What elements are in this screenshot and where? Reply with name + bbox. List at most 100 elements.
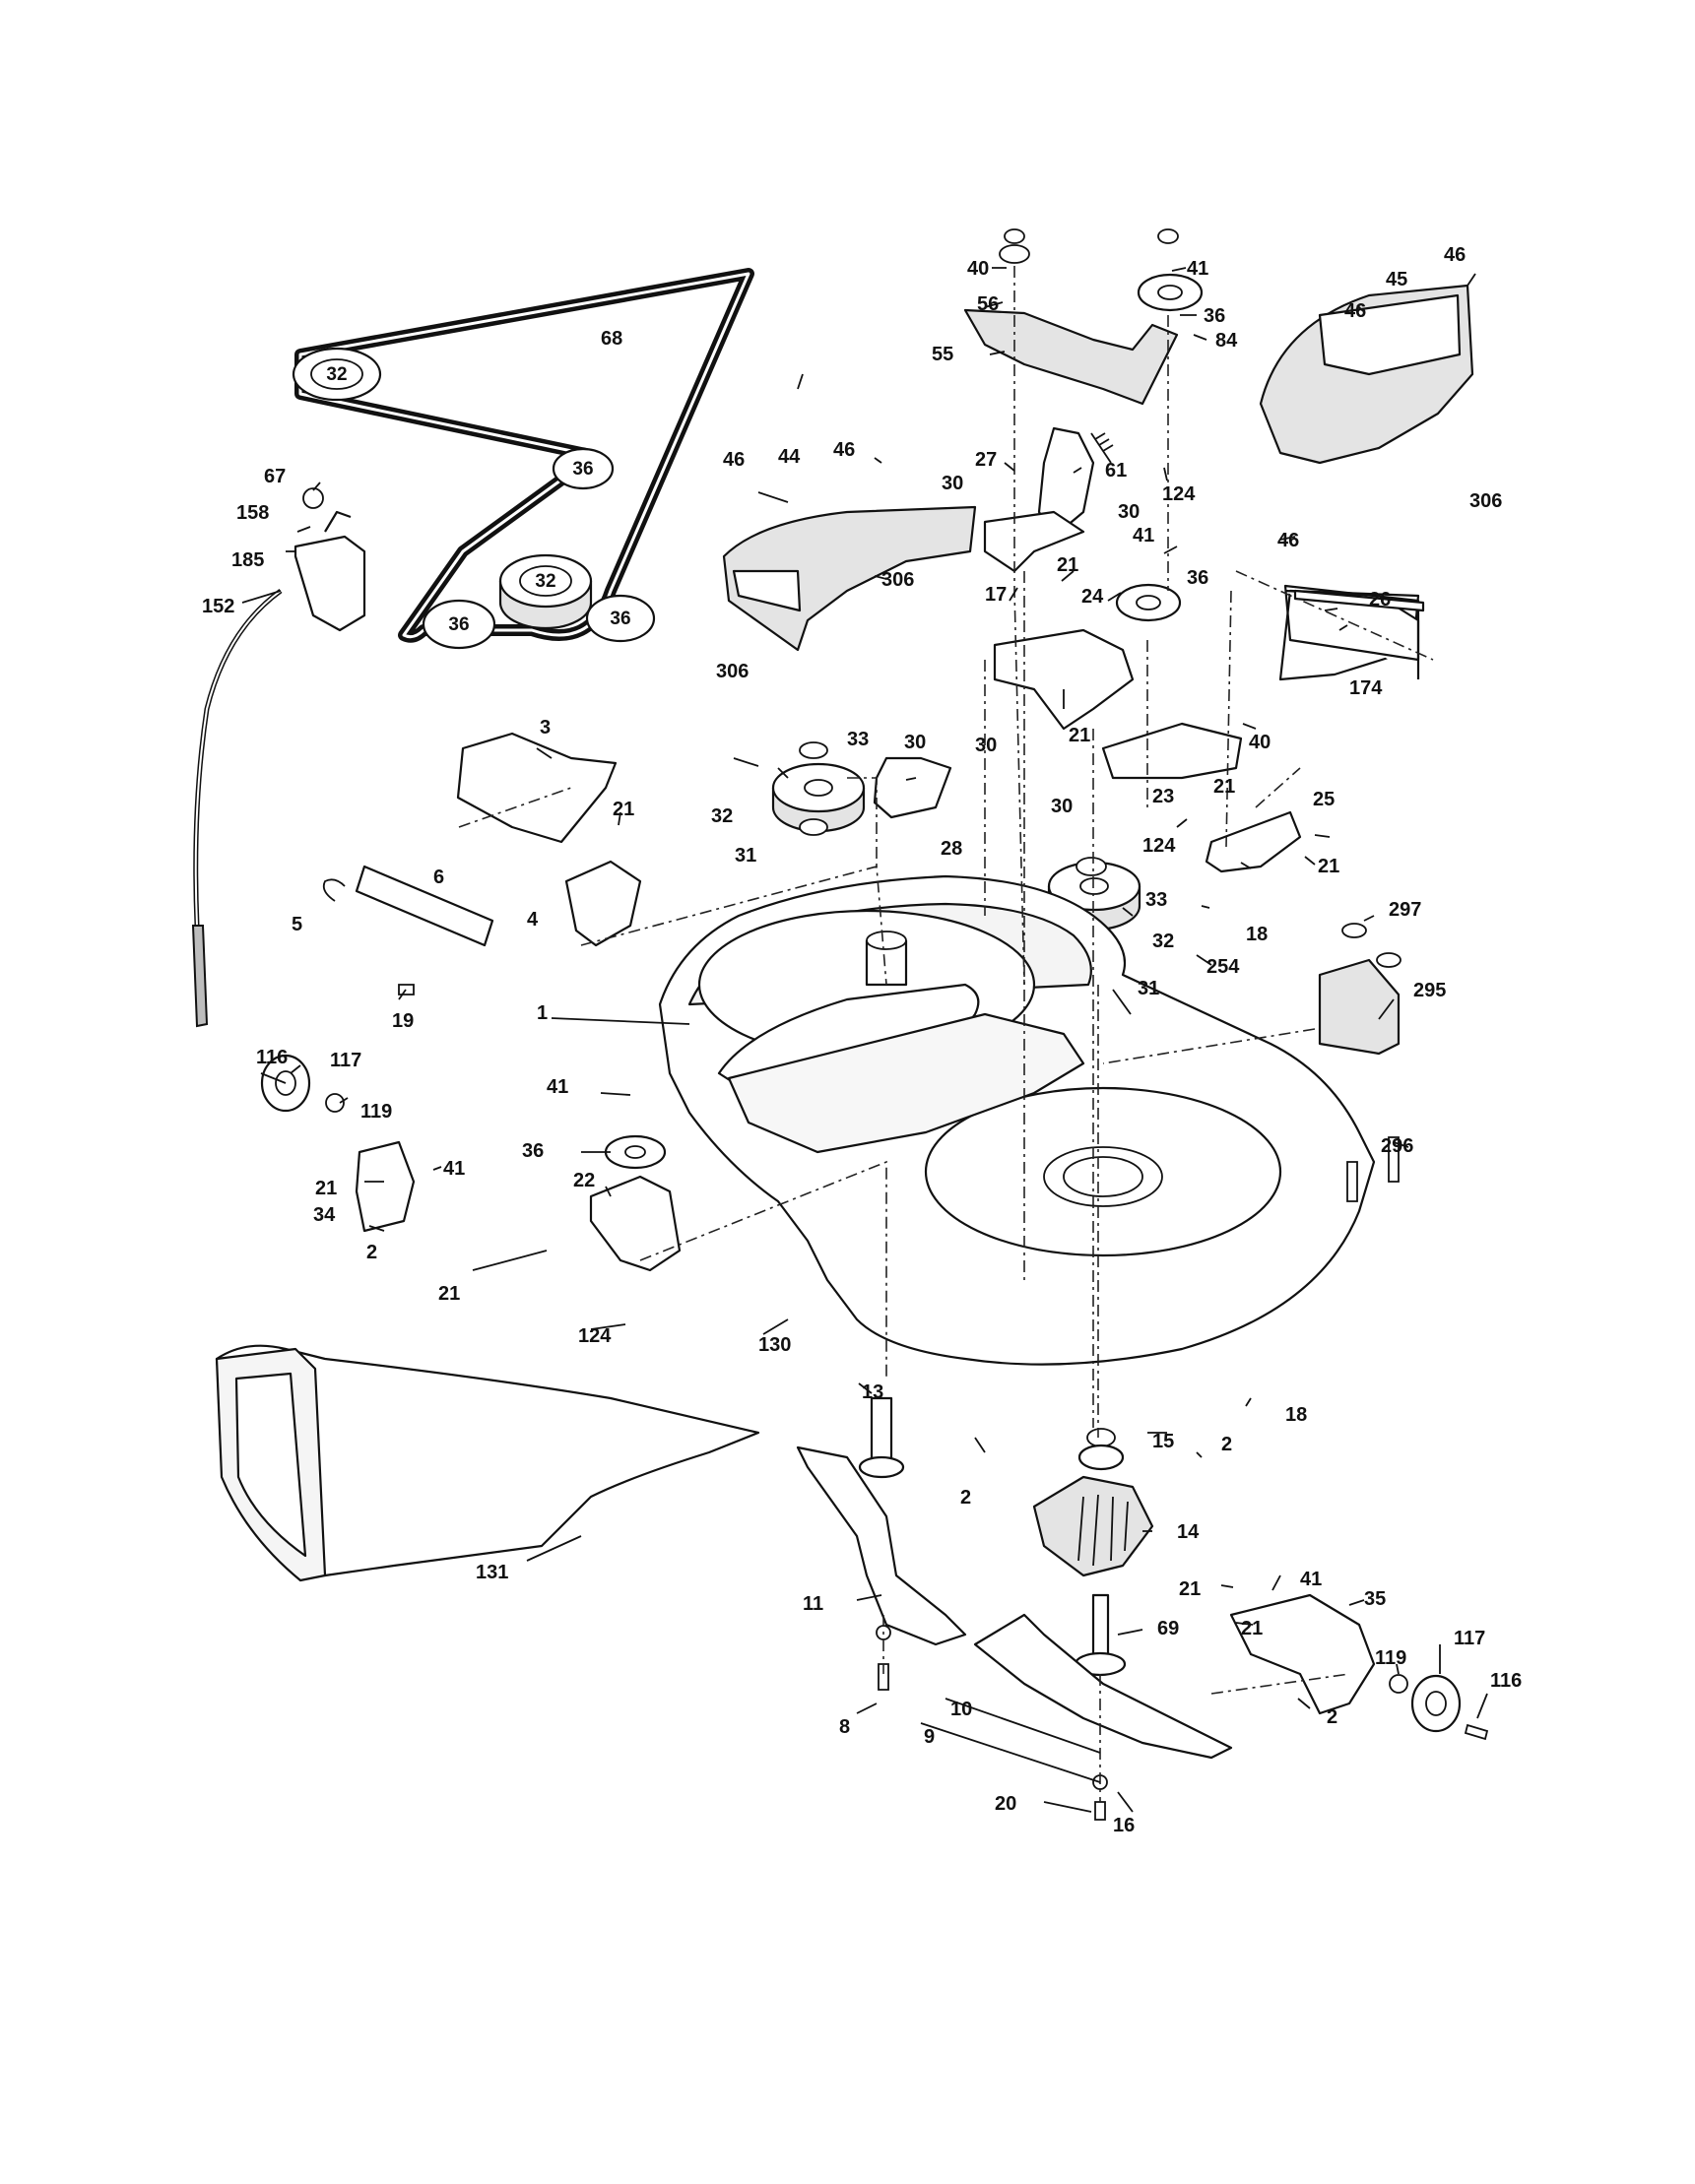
callout-9: 9 xyxy=(924,1726,935,1748)
callout-21: 21 xyxy=(1241,1618,1263,1639)
callout-295: 295 xyxy=(1413,980,1446,1001)
bracket-26 xyxy=(1293,589,1425,612)
callout-21: 21 xyxy=(315,1178,337,1199)
callout-84: 84 xyxy=(1215,330,1238,352)
callout-130: 130 xyxy=(758,1334,791,1356)
callout-5: 5 xyxy=(292,914,302,935)
callout-4: 4 xyxy=(527,909,539,931)
bracket-22 xyxy=(589,1175,682,1272)
callout-2: 2 xyxy=(1221,1434,1232,1455)
bolt-8 xyxy=(878,1663,889,1691)
callout-3: 3 xyxy=(540,717,551,739)
lift-linkage xyxy=(322,732,642,996)
callout-46: 46 xyxy=(833,439,855,461)
left-spindle-and-blade xyxy=(796,1396,967,1691)
callout-33: 33 xyxy=(847,729,869,750)
callout-27: 27 xyxy=(975,449,997,471)
callout-6: 6 xyxy=(433,867,444,888)
callout-25: 25 xyxy=(1313,789,1335,810)
callout-8: 8 xyxy=(839,1716,850,1738)
callout-23: 23 xyxy=(1152,786,1174,807)
callout-2: 2 xyxy=(366,1242,377,1263)
callout-21: 21 xyxy=(1069,725,1090,746)
bearing-15 xyxy=(1086,1428,1116,1447)
bracket-25 xyxy=(1205,810,1302,873)
right-spindle-and-blade xyxy=(973,1428,1233,1821)
callout-158: 158 xyxy=(236,502,269,524)
idler-arm-assembly xyxy=(963,228,1243,780)
control-bracket xyxy=(293,535,366,632)
bracket-28 xyxy=(873,756,952,819)
callout-21: 21 xyxy=(438,1283,460,1305)
spring-61 xyxy=(1090,432,1114,464)
callout-296: 296 xyxy=(1381,1135,1413,1157)
callout-21: 21 xyxy=(1057,554,1078,576)
callout-21: 21 xyxy=(613,799,634,820)
callout-254: 254 xyxy=(1206,956,1240,978)
discharge-chute-131 xyxy=(215,1344,760,1582)
callout-297: 297 xyxy=(1389,899,1421,921)
callout-31: 31 xyxy=(1138,978,1159,999)
callout-31: 31 xyxy=(735,845,756,867)
callout-46: 46 xyxy=(1277,530,1299,551)
callout-17: 17 xyxy=(985,584,1007,606)
callout-19: 19 xyxy=(392,1010,414,1032)
assembly-guide-lines xyxy=(458,266,1434,1802)
callout-30: 30 xyxy=(975,735,997,756)
callout-26: 26 xyxy=(1369,589,1391,610)
callout-124: 124 xyxy=(1162,483,1196,505)
lift-control-assembly xyxy=(191,487,366,1028)
callout-15: 15 xyxy=(1152,1431,1174,1452)
control-cable xyxy=(193,588,283,927)
callout-41: 41 xyxy=(1133,525,1154,546)
pulley-label: 32 xyxy=(535,571,555,592)
callout-67: 67 xyxy=(264,466,286,487)
bolt-20 xyxy=(1094,1801,1106,1821)
callout-20: 20 xyxy=(995,1793,1016,1815)
callout-117: 117 xyxy=(1454,1628,1485,1649)
callout-174: 174 xyxy=(1349,677,1383,699)
callout-41: 41 xyxy=(547,1076,568,1098)
callout-45: 45 xyxy=(1386,269,1407,290)
bolt-116 xyxy=(1464,1723,1489,1741)
callout-40: 40 xyxy=(967,258,989,280)
belt-pulley-32-center: 32 xyxy=(498,553,593,630)
callout-18: 18 xyxy=(1246,924,1268,945)
idler-arm-55 xyxy=(963,308,1179,406)
callout-119: 119 xyxy=(1375,1647,1406,1669)
callout-36: 36 xyxy=(1204,305,1225,327)
callout-30: 30 xyxy=(1051,796,1073,817)
callout-16: 16 xyxy=(1113,1815,1135,1836)
bracket-plate xyxy=(983,510,1085,573)
callout-21: 21 xyxy=(1318,856,1339,877)
callout-1: 1 xyxy=(537,1002,548,1024)
spindle-housing-14 xyxy=(1032,1475,1154,1577)
callout-152: 152 xyxy=(202,596,234,617)
cable-end xyxy=(191,925,209,1028)
belt-guards xyxy=(722,284,1474,652)
washer-119 xyxy=(325,1093,345,1113)
link-6 xyxy=(355,865,494,947)
callout-68: 68 xyxy=(601,328,622,350)
callout-22: 22 xyxy=(573,1170,595,1191)
baffle-assembly xyxy=(1278,584,1425,681)
pulley-label: 32 xyxy=(326,364,347,385)
callout-41: 41 xyxy=(1300,1569,1322,1590)
belt-pulley-36-left: 36 xyxy=(422,599,496,650)
callout-18: 18 xyxy=(1285,1404,1307,1426)
callout-116: 116 xyxy=(1490,1670,1522,1692)
callout-2: 2 xyxy=(960,1487,971,1509)
callout-44: 44 xyxy=(778,446,801,468)
callout-41: 41 xyxy=(1187,258,1208,280)
callout-36: 36 xyxy=(522,1140,544,1162)
callout-306: 306 xyxy=(881,569,914,591)
mower-deck-housing xyxy=(658,874,1376,1366)
belt-guard-44 xyxy=(722,505,977,652)
belt-pulley-36-upper: 36 xyxy=(552,447,615,490)
nut-33 xyxy=(799,741,828,759)
bracket-34 xyxy=(355,1140,416,1233)
callout-2: 2 xyxy=(1327,1706,1337,1728)
callout-55: 55 xyxy=(932,344,953,365)
callout-30: 30 xyxy=(1118,501,1140,523)
callout-36: 36 xyxy=(1187,567,1208,589)
